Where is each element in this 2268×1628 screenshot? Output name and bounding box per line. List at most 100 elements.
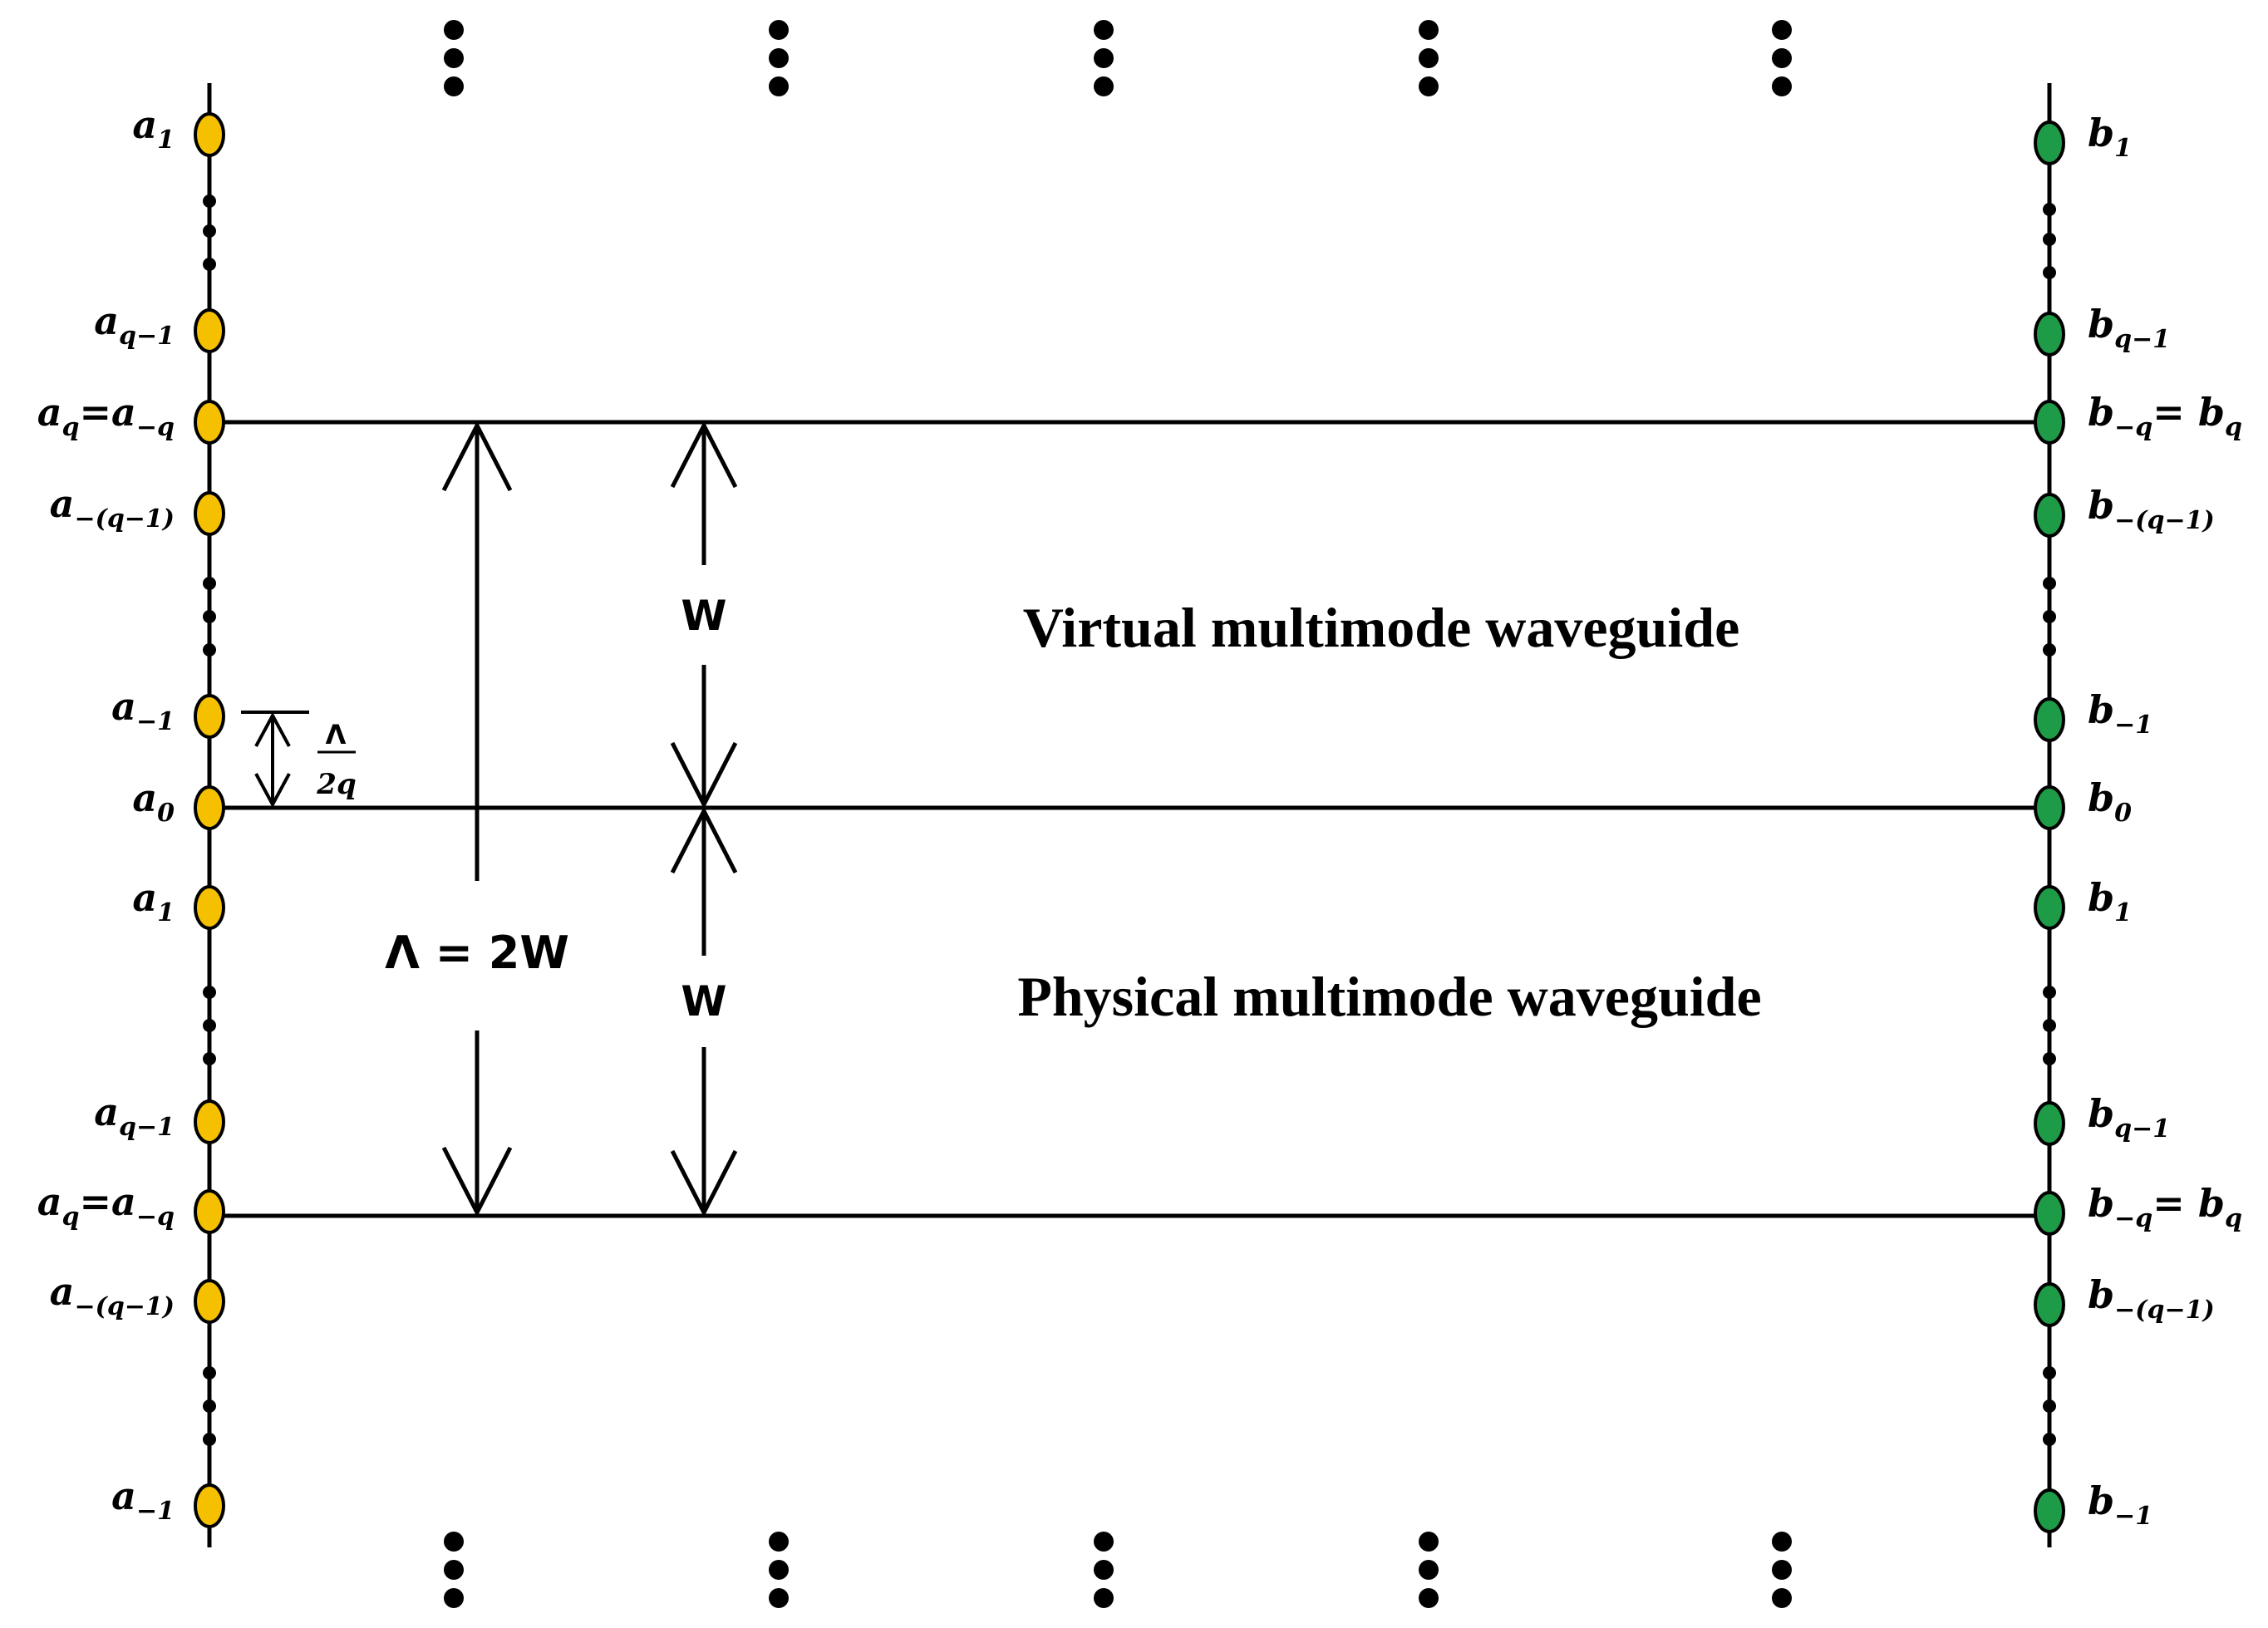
- axis-dot: [203, 258, 216, 271]
- continuation-dot: [1419, 20, 1439, 40]
- right-port-label: b−q= bq: [2088, 390, 2242, 442]
- right-port-label: b1: [2088, 111, 2132, 163]
- w-lower-dimension-arrow: [670, 806, 738, 1217]
- axis-dot: [2043, 1399, 2056, 1413]
- axis-dot: [2043, 643, 2056, 657]
- port-spacing-arrow: [241, 711, 309, 809]
- right-port-label: b−q= bq: [2088, 1181, 2242, 1233]
- continuation-dot: [444, 1560, 464, 1580]
- right-port-node: [2034, 1191, 2065, 1236]
- right-port-node: [2034, 885, 2065, 930]
- continuation-dot: [444, 1532, 464, 1552]
- continuation-dot: [1094, 1560, 1114, 1580]
- continuation-dot: [444, 48, 464, 68]
- axis-dot: [203, 224, 216, 238]
- continuation-dot: [1419, 1560, 1439, 1580]
- right-port-node: [2034, 121, 2065, 165]
- left-port-node: [194, 1189, 225, 1234]
- lambda-dimension-arrow: [441, 421, 513, 1217]
- left-port-label: a1: [132, 102, 175, 155]
- left-port-label: a−(q−1): [50, 1269, 175, 1321]
- continuation-dot: [1419, 76, 1439, 96]
- right-port-node: [2034, 400, 2065, 445]
- left-port-label: a0: [132, 775, 175, 828]
- w-lower-label: W: [681, 977, 726, 1025]
- left-port-label: aq−1: [94, 298, 175, 351]
- axis-dot: [203, 986, 216, 999]
- spacing-fraction-numerator: Λ: [326, 719, 347, 750]
- continuation-dot: [1772, 1532, 1792, 1552]
- spacing-fraction-denominator: 2q: [316, 768, 356, 801]
- left-port-label: a−1: [111, 1473, 175, 1526]
- virtual-waveguide-title: Virtual multimode waveguide: [1023, 596, 1740, 659]
- continuation-dot: [1772, 76, 1792, 96]
- continuation-dot: [769, 76, 789, 96]
- continuation-dot: [1772, 48, 1792, 68]
- continuation-dot: [1094, 48, 1114, 68]
- axis-dot: [2043, 610, 2056, 623]
- axis-dot: [203, 1019, 216, 1032]
- axis-dot: [203, 194, 216, 208]
- continuation-dot: [1772, 1588, 1792, 1608]
- continuation-dot: [444, 1588, 464, 1608]
- left-port-node: [194, 400, 225, 445]
- left-port-node: [194, 785, 225, 830]
- axis-dot: [203, 1399, 216, 1413]
- continuation-dot: [769, 20, 789, 40]
- right-port-label: bq−1: [2088, 302, 2170, 354]
- continuation-dot: [1419, 48, 1439, 68]
- right-port-label: bq−1: [2088, 1091, 2170, 1144]
- continuation-dot: [769, 1532, 789, 1552]
- continuation-dot: [1094, 1588, 1114, 1608]
- continuation-dot: [1094, 20, 1114, 40]
- continuation-dot: [769, 48, 789, 68]
- continuation-dot: [444, 76, 464, 96]
- right-port-node: [2034, 312, 2065, 357]
- left-axis-ellipsis-dots: [203, 194, 216, 1446]
- right-port-label: b0: [2088, 775, 2132, 828]
- left-ports: a1aq−1aq=a−qa−(q−1)a−1a0a1aq−1aq=a−qa−(q…: [37, 102, 225, 1528]
- axis-dot: [203, 610, 216, 623]
- top-continuation-dots: [444, 20, 1792, 96]
- axis-dot: [203, 1366, 216, 1380]
- continuation-dot: [444, 20, 464, 40]
- left-port-label: aq−1: [94, 1089, 175, 1142]
- axis-dot: [2043, 233, 2056, 246]
- axis-dot: [2043, 1366, 2056, 1380]
- continuation-dot: [1772, 1560, 1792, 1580]
- left-port-node: [194, 885, 225, 930]
- right-port-node: [2034, 697, 2065, 742]
- right-port-label: b−(q−1): [2088, 483, 2215, 535]
- axis-dot: [2043, 1019, 2056, 1032]
- right-port-node: [2034, 1101, 2065, 1146]
- right-port-label: b−1: [2088, 687, 2152, 740]
- left-port-label: a−1: [111, 684, 175, 736]
- right-port-node: [2034, 1282, 2065, 1327]
- right-port-node: [2034, 1488, 2065, 1533]
- axis-dot: [2043, 1052, 2056, 1065]
- lambda-equation-label: Λ = 2W: [385, 927, 569, 979]
- axis-dot: [2043, 266, 2056, 279]
- axis-dot: [203, 577, 216, 590]
- right-port-label: b1: [2088, 875, 2132, 927]
- continuation-dot: [1419, 1588, 1439, 1608]
- physical-waveguide-title: Physical multimode waveguide: [1017, 965, 1761, 1028]
- axis-dot: [2043, 577, 2056, 590]
- right-port-label: b−(q−1): [2088, 1272, 2215, 1325]
- axis-dot: [2043, 203, 2056, 216]
- left-port-node: [194, 694, 225, 739]
- right-axis-ellipsis-dots: [2043, 203, 2056, 1446]
- axis-dot: [2043, 986, 2056, 999]
- bottom-continuation-dots: [444, 1532, 1792, 1608]
- axis-dot: [203, 643, 216, 657]
- left-port-node: [194, 491, 225, 536]
- right-port-label: b−1: [2088, 1478, 2152, 1531]
- continuation-dot: [1094, 76, 1114, 96]
- continuation-dot: [769, 1560, 789, 1580]
- right-port-node: [2034, 493, 2065, 538]
- left-port-node: [194, 308, 225, 353]
- left-port-label: aq=a−q: [37, 390, 175, 442]
- left-port-label: a1: [132, 875, 175, 927]
- axis-dot: [203, 1433, 216, 1446]
